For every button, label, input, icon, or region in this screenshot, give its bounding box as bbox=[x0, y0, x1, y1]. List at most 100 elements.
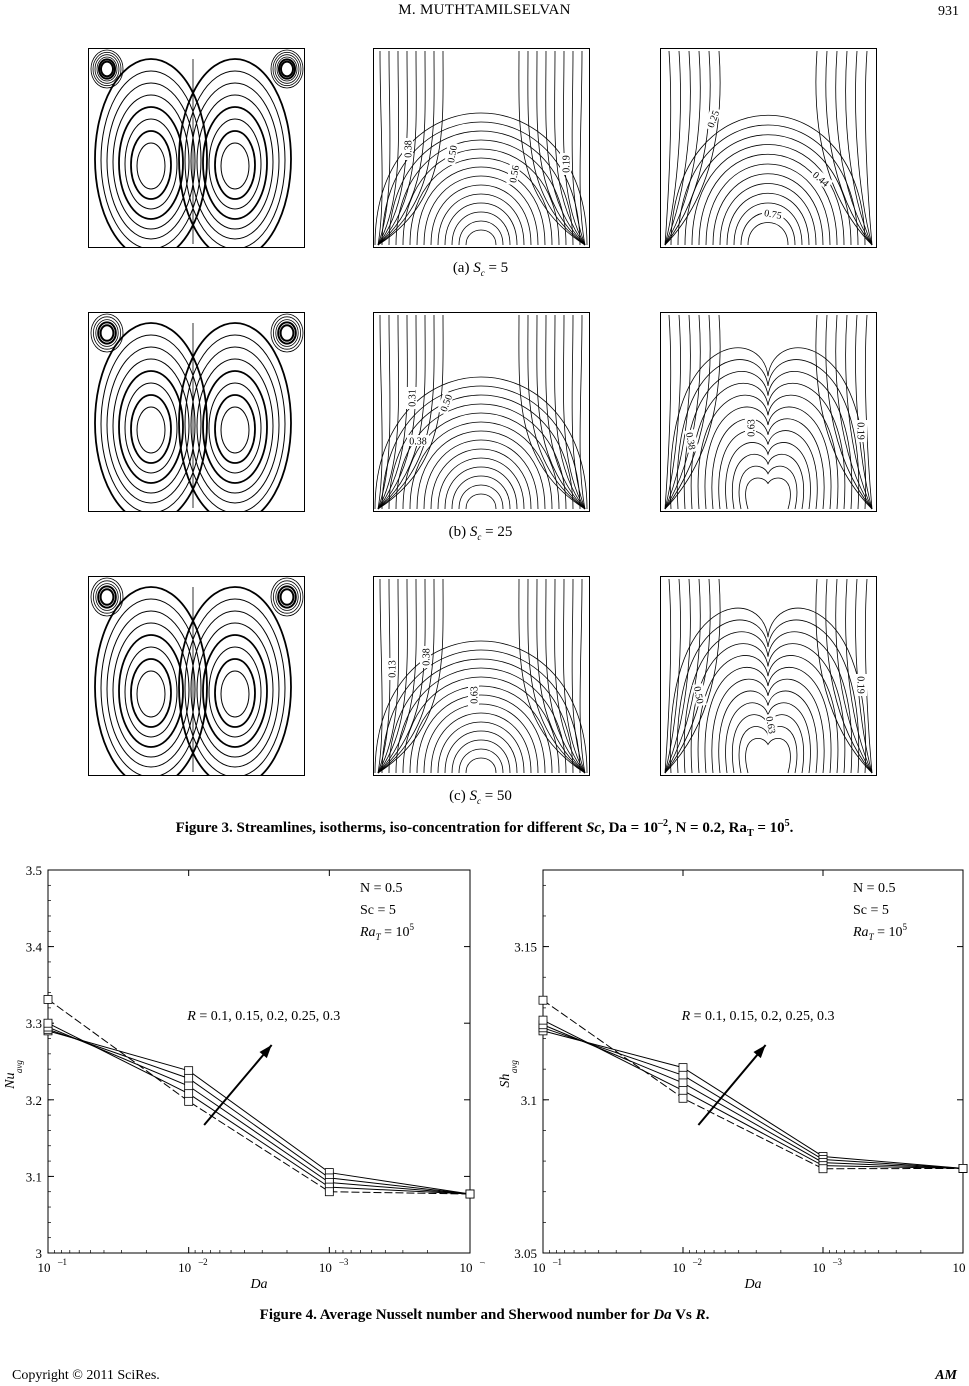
caption-da: Da bbox=[653, 1307, 672, 1323]
x-tick-label: 10 bbox=[178, 1260, 191, 1275]
iso-concentration-plot: 0.500.630.19 bbox=[664, 578, 873, 774]
x-tick-label: 10 bbox=[319, 1260, 332, 1275]
caption-da: , Da = 10 bbox=[601, 820, 658, 836]
contour-label: 0.75 bbox=[763, 208, 782, 222]
data-point-marker bbox=[184, 1073, 194, 1083]
subcaption-sub: c bbox=[476, 796, 481, 806]
footer-journal: AM bbox=[935, 1368, 957, 1383]
caption-sc: Sc bbox=[586, 820, 602, 836]
x-tick-exponent: –3 bbox=[338, 1257, 349, 1267]
series-line-3 bbox=[542, 1024, 964, 1169]
subcaption-value: = 25 bbox=[481, 524, 513, 540]
subcaption-var: S bbox=[469, 524, 478, 540]
series-line-2 bbox=[542, 1027, 964, 1169]
subcaption-prefix: (b) bbox=[448, 524, 470, 540]
data-point-marker bbox=[538, 995, 548, 1005]
isotherms-plot: 0.13 0.38 0.63 bbox=[374, 578, 588, 774]
subcaption-var: S bbox=[469, 788, 477, 804]
series-line-2 bbox=[47, 1028, 471, 1195]
data-point-marker bbox=[324, 1187, 334, 1197]
caption-end: . bbox=[789, 820, 794, 836]
y-tick-label: 3.2 bbox=[26, 1093, 42, 1108]
caption-text: Figure 3. Streamlines, isotherms, iso-co… bbox=[175, 820, 587, 836]
data-point-marker bbox=[958, 1164, 968, 1173]
panel-isotherms-row-3: 0.13 0.38 0.63 bbox=[373, 576, 590, 776]
subcaption-prefix: (a) bbox=[452, 260, 474, 276]
contour-label: 0.38 bbox=[422, 648, 433, 666]
series-line-1 bbox=[47, 1030, 471, 1195]
series-line-1 bbox=[542, 1030, 964, 1169]
trend-arrow bbox=[203, 1044, 273, 1126]
caption-vs: Vs bbox=[671, 1307, 696, 1323]
subcaption-row-1: (a) Sc = 5 bbox=[373, 260, 588, 278]
contour-label: 0.63 bbox=[763, 716, 777, 735]
param-ra: RaT = 105 bbox=[359, 922, 414, 942]
x-tick-label: 10 bbox=[673, 1260, 686, 1275]
streamlines-plot bbox=[90, 49, 304, 247]
caption-end: . bbox=[705, 1307, 710, 1323]
data-point-marker bbox=[184, 1066, 194, 1076]
data-point-marker bbox=[538, 1015, 548, 1025]
subcaption-sub: c bbox=[480, 268, 485, 278]
data-point-marker bbox=[465, 1189, 475, 1199]
contour-label: 0.63 bbox=[747, 419, 758, 437]
trend-arrow-head bbox=[259, 1045, 272, 1059]
x-axis-label: Da bbox=[249, 1277, 267, 1292]
caption-ra-exp: 5 bbox=[784, 818, 790, 829]
contour-label: 0.19 bbox=[855, 422, 866, 440]
plot-frame bbox=[542, 869, 964, 1254]
data-point-marker bbox=[43, 1018, 53, 1028]
subcaption-value: = 50 bbox=[480, 788, 512, 804]
page-number: 931 bbox=[938, 4, 959, 19]
parameter-annotation: R = 0.1, 0.15, 0.2, 0.25, 0.3 bbox=[681, 1009, 835, 1024]
x-tick-exponent: –1 bbox=[552, 1257, 562, 1267]
caption-r: R bbox=[695, 1307, 706, 1323]
subcaption-sub: c bbox=[477, 532, 482, 542]
subcaption-row-3: (c) Sc = 50 bbox=[373, 788, 588, 806]
contour-label: 0.56 bbox=[508, 165, 522, 184]
data-point-marker bbox=[184, 1096, 194, 1106]
caption-n: , N = 0.2, Ra bbox=[667, 820, 747, 836]
streamlines-plot bbox=[90, 577, 304, 775]
series-line-4 bbox=[542, 1019, 964, 1169]
contour-label: 0.38 bbox=[409, 437, 427, 448]
x-tick-exponent: –2 bbox=[198, 1257, 208, 1267]
figure-4-caption: Figure 4. Average Nusselt number and She… bbox=[0, 1307, 969, 1324]
x-tick-exponent: –3 bbox=[832, 1257, 843, 1267]
x-tick-exponent: –2 bbox=[692, 1257, 702, 1267]
contour-label: 0.50 bbox=[446, 145, 460, 164]
x-tick-label: 10 bbox=[38, 1260, 51, 1275]
streamlines-plot bbox=[90, 313, 304, 511]
parameter-annotation: R = 0.1, 0.15, 0.2, 0.25, 0.3 bbox=[186, 1009, 340, 1024]
contour-label: 0.19 bbox=[855, 676, 866, 694]
contour-label: 0.63 bbox=[470, 686, 481, 704]
data-point-marker bbox=[43, 995, 53, 1004]
y-axis-label-sub: avg bbox=[509, 1060, 519, 1073]
y-axis-label: Nu bbox=[3, 1072, 18, 1089]
data-point-marker bbox=[818, 1164, 828, 1174]
x-tick-label: 10 bbox=[953, 1260, 966, 1275]
data-point-marker bbox=[678, 1070, 688, 1080]
data-point-marker bbox=[678, 1063, 688, 1073]
y-tick-label: 3.3 bbox=[26, 1016, 42, 1031]
subcaption-prefix: (c) bbox=[449, 788, 470, 804]
running-header-author: M. MUTHTAMILSELVAN bbox=[398, 2, 571, 18]
panel-streamlines-row-2 bbox=[88, 312, 305, 512]
y-tick-label: 3.5 bbox=[26, 863, 42, 878]
param-ra: RaT = 105 bbox=[852, 922, 907, 942]
y-tick-label: 3.15 bbox=[514, 940, 537, 955]
param-n: N = 0.5 bbox=[853, 881, 896, 896]
trend-arrow bbox=[697, 1044, 767, 1126]
caption-ra-sub: T bbox=[746, 828, 754, 839]
caption-text: Figure 4. Average Nusselt number and She… bbox=[259, 1307, 654, 1323]
x-tick-label: 10 bbox=[460, 1260, 473, 1275]
contour-label: 0.13 bbox=[388, 660, 399, 678]
y-axis-label-sub: avg bbox=[14, 1060, 24, 1073]
y-tick-label: 3.1 bbox=[26, 1169, 42, 1184]
x-tick-label: 10 bbox=[813, 1260, 826, 1275]
